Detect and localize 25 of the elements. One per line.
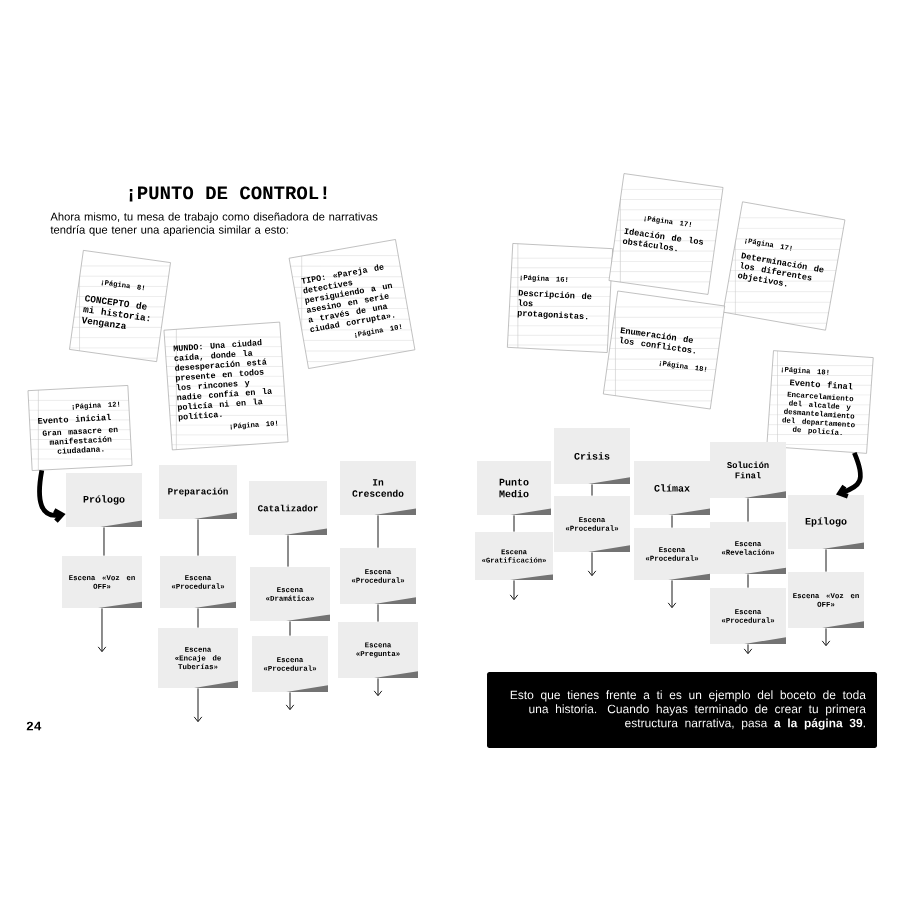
arrow bbox=[373, 677, 383, 697]
arrow bbox=[667, 579, 677, 609]
connector-line bbox=[377, 514, 379, 549]
connector-line bbox=[513, 514, 515, 533]
connector-line bbox=[287, 534, 289, 568]
connector-line bbox=[591, 483, 593, 497]
connector-line bbox=[747, 497, 749, 523]
connector-line bbox=[197, 518, 199, 557]
connector-line bbox=[289, 620, 291, 637]
curved-arrow bbox=[836, 452, 863, 499]
connector-line bbox=[103, 526, 105, 557]
curved-arrow bbox=[37, 470, 66, 523]
arrow bbox=[509, 579, 519, 601]
arrow bbox=[193, 687, 203, 723]
arrow bbox=[743, 643, 753, 655]
arrow bbox=[587, 551, 597, 577]
connector-line bbox=[825, 548, 827, 573]
arrow bbox=[821, 627, 831, 647]
connector-line bbox=[377, 603, 379, 623]
arrow bbox=[97, 607, 107, 653]
connector-line bbox=[747, 573, 749, 589]
arrow bbox=[285, 691, 295, 711]
connector-line bbox=[671, 514, 673, 529]
connector-line bbox=[197, 607, 199, 629]
page-title: ¡PUNTO DE CONTROL! bbox=[129, 186, 327, 202]
